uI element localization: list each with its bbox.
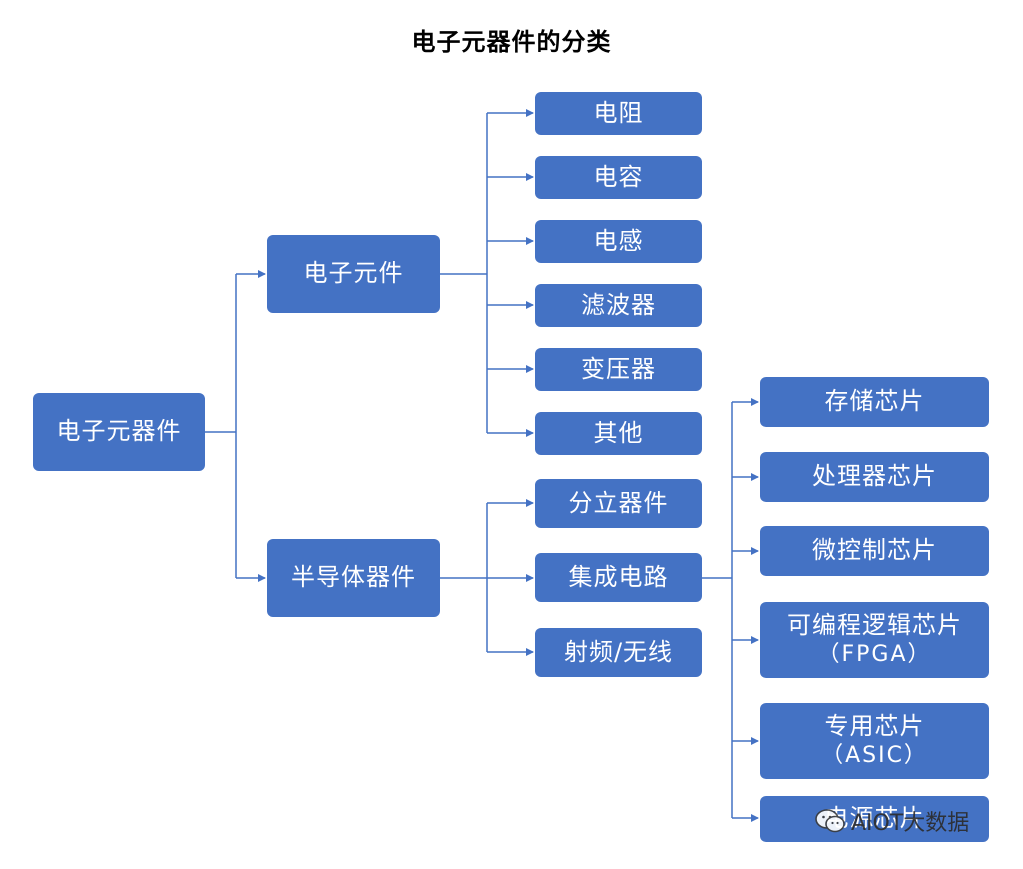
node-discrete-label: 分立器件 [568, 488, 669, 517]
node-inductor-label: 电感 [593, 226, 644, 255]
node-mcu-chip: 微控制芯片 [760, 526, 989, 576]
node-fpga-chip-label: 可编程逻辑芯片 [787, 611, 962, 640]
node-rf-wireless-label: 射频/无线 [563, 637, 674, 666]
node-integrated-circuit-label: 集成电路 [568, 562, 669, 591]
node-resistor: 电阻 [535, 92, 702, 135]
node-transformer-label: 变压器 [581, 354, 656, 383]
node-filter-label: 滤波器 [581, 290, 656, 319]
diagram-title: 电子元器件的分类 [411, 28, 612, 56]
wechat-icon [815, 809, 845, 833]
node-root: 电子元器件 [33, 393, 205, 471]
node-asic-chip-label: 专用芯片 [824, 712, 925, 741]
node-components-label: 电子元件 [303, 259, 404, 288]
node-memory-chip: 存储芯片 [760, 377, 989, 427]
watermark: AIOT大数据 [815, 805, 969, 837]
watermark-text: AIOT大数据 [851, 811, 970, 836]
node-other: 其他 [535, 412, 702, 455]
node-asic-chip-sublabel: （ASIC） [821, 743, 928, 769]
node-filter: 滤波器 [535, 284, 702, 327]
node-power-chip: 电源芯片 [760, 796, 989, 842]
node-inductor: 电感 [535, 220, 702, 263]
node-fpga-chip: 可编程逻辑芯片 （FPGA） [760, 602, 989, 678]
node-processor-chip-label: 处理器芯片 [812, 462, 937, 491]
node-discrete: 分立器件 [535, 479, 702, 528]
node-root-label: 电子元器件 [56, 417, 182, 446]
node-rf-wireless: 射频/无线 [535, 628, 702, 677]
node-semiconductors: 半导体器件 [267, 539, 440, 617]
node-semiconductors-label: 半导体器件 [291, 563, 416, 592]
node-capacitor: 电容 [535, 156, 702, 199]
node-resistor-label: 电阻 [593, 98, 644, 127]
node-fpga-chip-sublabel: （FPGA） [817, 642, 932, 668]
node-asic-chip: 专用芯片 （ASIC） [760, 703, 989, 779]
node-mcu-chip-label: 微控制芯片 [812, 536, 937, 565]
node-transformer: 变压器 [535, 348, 702, 391]
node-integrated-circuit: 集成电路 [535, 553, 702, 602]
node-components: 电子元件 [267, 235, 440, 313]
node-capacitor-label: 电容 [593, 162, 644, 191]
node-processor-chip: 处理器芯片 [760, 452, 989, 502]
node-memory-chip-label: 存储芯片 [824, 387, 925, 416]
node-other-label: 其他 [593, 418, 644, 447]
